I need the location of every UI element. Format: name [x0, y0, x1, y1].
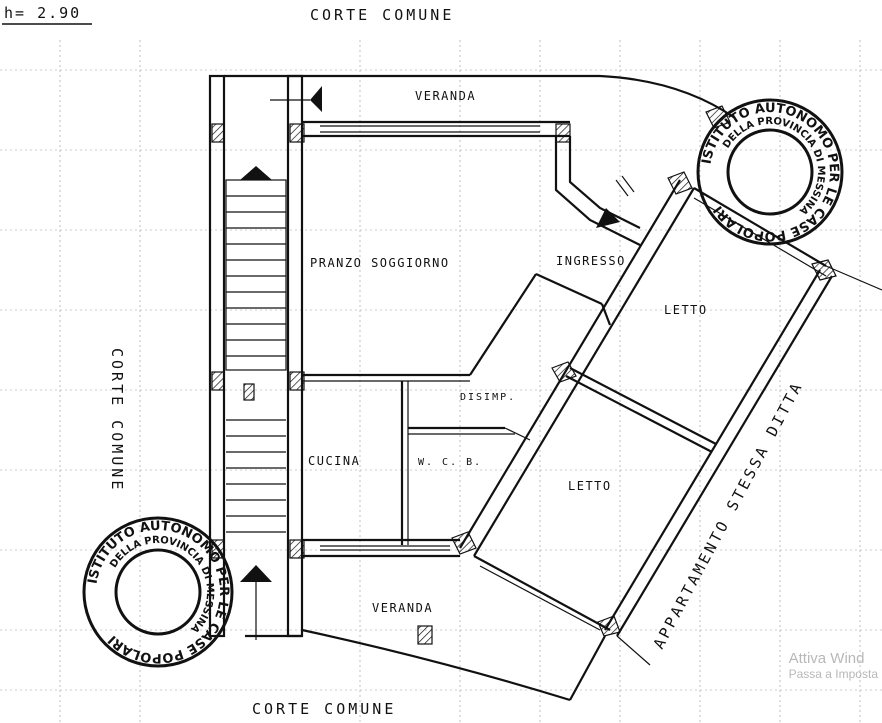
label-letto-lower: LETTO [568, 479, 612, 493]
label-disimpegno: DISIMP. [460, 392, 516, 403]
label-veranda-top: VERANDA [415, 89, 476, 103]
walls [208, 74, 882, 702]
header-height-label: h= 2.90 [2, 4, 92, 25]
stamp-lower: ISTITUTO AUTONOMO PER LE CASE POPOLARI D… [82, 516, 234, 668]
watermark-line-2: Passa a Imposta [788, 667, 878, 681]
stamp-upper: ISTITUTO AUTONOMO PER LE CASE POPOLARI D… [696, 98, 844, 246]
height-label: h= 2.90 [4, 4, 81, 22]
label-cucina: CUCINA [308, 454, 360, 468]
label-ingresso: INGRESSO [556, 254, 626, 268]
label-corte-comune-top: CORTE COMUNE [310, 6, 454, 24]
windows-activation-watermark: Attiva Wind Passa a Imposta [789, 650, 878, 681]
label-veranda-bottom: VERANDA [372, 601, 433, 615]
label-pranzo-soggiorno: PRANZO SOGGIORNO [310, 256, 450, 270]
label-letto-upper: LETTO [664, 303, 708, 317]
label-corte-comune-bottom: CORTE COMUNE [252, 700, 396, 718]
structural-columns [211, 105, 837, 645]
label-corte-comune-left: CORTE COMUNE [108, 348, 126, 492]
watermark-line-1: Attiva Wind [788, 650, 865, 667]
label-wc: W. C. B. [418, 457, 482, 468]
